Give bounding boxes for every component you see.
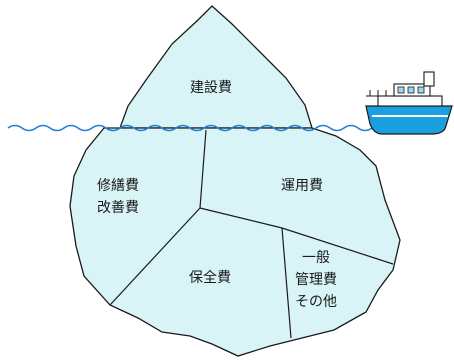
partition-line-left [109, 207, 201, 306]
ship-hull [365, 105, 453, 135]
label-operation: 運用費 [281, 178, 323, 194]
label-repair-1: 修繕費 [97, 178, 139, 194]
ship-window [407, 86, 415, 94]
partition-line-general [281, 227, 292, 339]
waterline [7, 124, 401, 132]
label-construction: 建設費 [190, 80, 232, 96]
label-general-2: 管理費 [295, 272, 337, 288]
ship-icon [365, 71, 453, 135]
label-general-3: その他 [295, 294, 337, 310]
ship-railing [366, 90, 442, 97]
ship-deck [377, 95, 443, 107]
label-general-1: 一般 [302, 250, 330, 266]
label-repair-2: 改善費 [97, 200, 139, 216]
label-maintenance: 保全費 [189, 269, 231, 286]
partition-line-top [199, 129, 207, 209]
ship-window [417, 86, 425, 94]
ship-funnel [423, 71, 435, 87]
iceberg-tip [119, 5, 313, 129]
iceberg-body [69, 127, 401, 357]
ship-window [397, 86, 405, 94]
